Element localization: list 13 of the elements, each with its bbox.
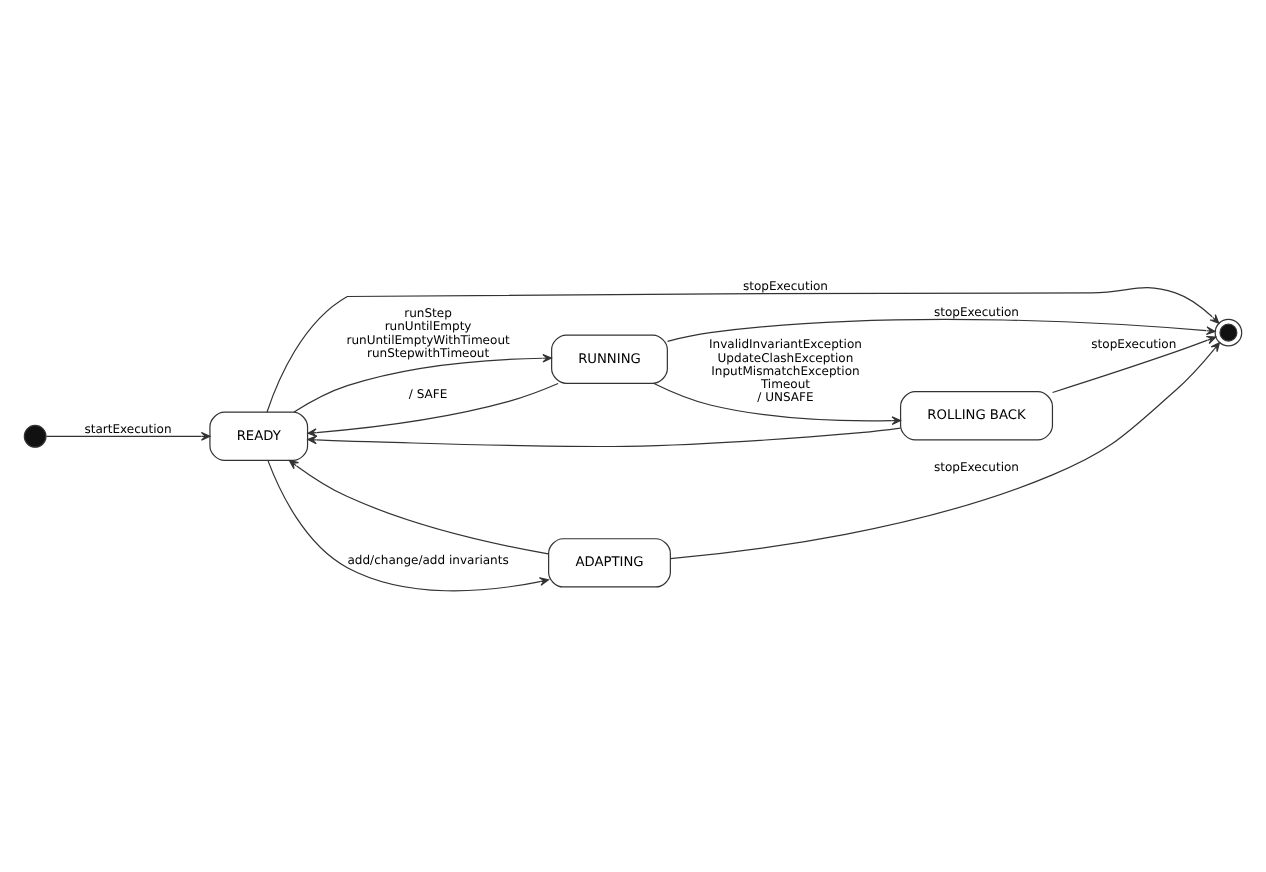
arrow bbox=[266, 286, 1220, 413]
arrow bbox=[666, 318, 1216, 342]
node-circle bbox=[1214, 318, 1243, 347]
arrow bbox=[669, 342, 1221, 560]
arrow bbox=[307, 382, 559, 437]
arrow bbox=[288, 460, 549, 555]
arrow bbox=[652, 382, 902, 426]
arrow bbox=[1052, 335, 1217, 394]
arrow bbox=[307, 427, 901, 448]
node-circle bbox=[23, 424, 47, 448]
arrow bbox=[267, 460, 550, 592]
arrow bbox=[293, 353, 552, 413]
arrow bbox=[45, 431, 211, 441]
